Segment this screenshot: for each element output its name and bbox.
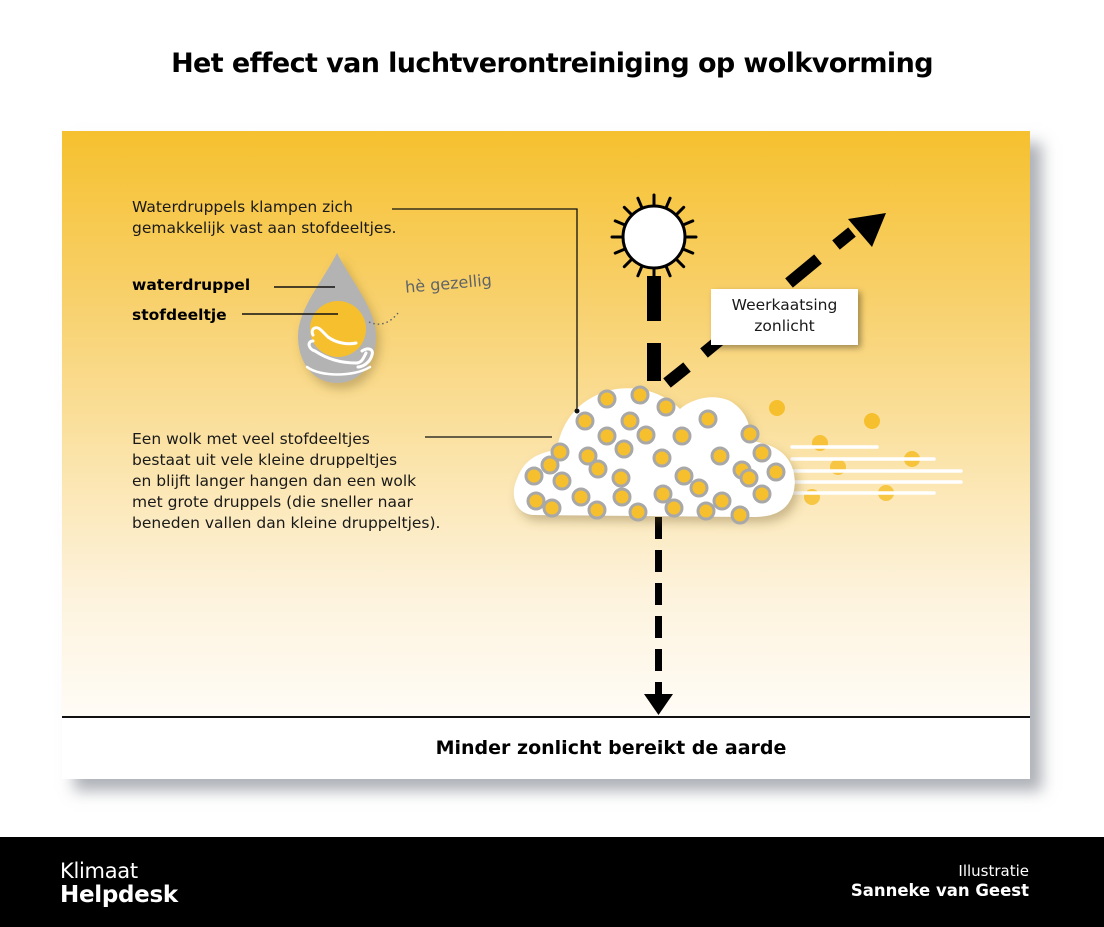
note-cloud-line5: beneden vallen dan kleine druppeltjes). <box>132 514 441 532</box>
reflection-label-line1: Weerkaatsing <box>731 296 838 314</box>
brand-line2: Helpdesk <box>60 882 178 908</box>
note-cloud-line1: Een wolk met veel stofdeeltjes <box>132 430 370 448</box>
note-droplets-line2: gemakkelijk vast aan stofdeeltjes. <box>132 219 397 237</box>
note-droplets-line1: Waterdruppels klampen zich <box>132 198 353 216</box>
sunbeam-down <box>647 276 661 381</box>
footer-bar: Klimaat Helpdesk Illustratie Sanneke van… <box>0 837 1104 927</box>
reflection-label-line2: zonlicht <box>754 317 815 335</box>
cloud-particles <box>524 385 786 525</box>
leader-line-top <box>392 208 578 411</box>
reflect-arrowhead <box>848 213 886 247</box>
hug-arms-icon <box>305 326 374 376</box>
reflection-label-box: Weerkaatsing zonlicht <box>711 289 858 345</box>
note-cloud-line4: met grote druppels (die sneller naar <box>132 493 413 511</box>
ground-line <box>62 716 1030 718</box>
note-cloud: Een wolk met veel stofdeeltjes bestaat u… <box>132 429 440 534</box>
note-cloud-line3: en blijft langer hangen dan een wolk <box>132 472 417 490</box>
wind-lines-icon <box>790 445 963 495</box>
credit-author: Sanneke van Geest <box>850 881 1029 900</box>
note-droplets: Waterdruppels klampen zich gemakkelijk v… <box>132 197 396 239</box>
brand-logo: Klimaat Helpdesk <box>60 859 178 907</box>
credit-label: Illustratie <box>958 862 1029 880</box>
label-stofdeeltje: stofdeeltje <box>132 306 227 324</box>
sun-icon <box>610 193 698 281</box>
diagram-panel: Minder zonlicht bereikt de aarde <box>62 131 1030 779</box>
down-arrow-icon <box>644 517 673 715</box>
label-waterdruppel: waterdruppel <box>132 276 251 294</box>
leader-dot <box>574 408 580 414</box>
ground-label: Minder zonlicht bereikt de aarde <box>435 737 787 759</box>
note-cloud-line2: bestaat uit vele kleine druppeltjes <box>132 451 398 469</box>
illustration-credit: Illustratie Sanneke van Geest <box>851 862 1029 900</box>
diagram-artwork <box>242 193 963 715</box>
page-title: Het effect van luchtverontreiniging op w… <box>171 48 933 79</box>
brand-line1: Klimaat <box>60 859 138 883</box>
drop-label-lines <box>242 286 338 315</box>
